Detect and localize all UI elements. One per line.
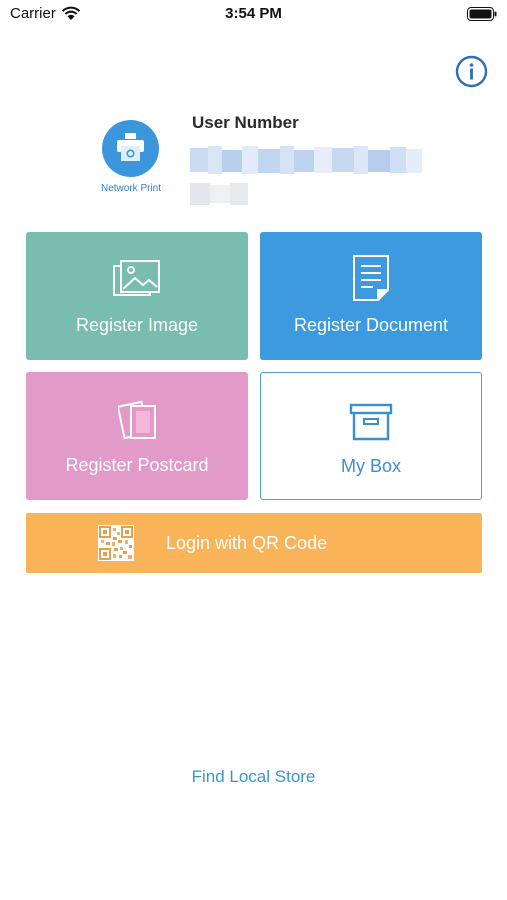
status-bar: Carrier 3:54 PM: [0, 0, 507, 28]
register-document-button[interactable]: Register Document: [260, 232, 482, 360]
my-box-label: My Box: [340, 456, 401, 476]
user-number-label: User Number: [192, 113, 299, 132]
postcard-icon: [118, 400, 156, 440]
qr-code-icon: [98, 525, 134, 561]
register-postcard-label: Register Postcard: [65, 455, 209, 475]
app-logo: Network Print: [96, 118, 166, 198]
register-image-label: Register Image: [75, 315, 199, 335]
battery-icon: [467, 7, 497, 21]
printer-icon: [102, 120, 159, 177]
status-time: 3:54 PM: [225, 5, 282, 22]
info-circle-icon[interactable]: [455, 55, 488, 88]
login-qr-code-button[interactable]: Login with QR Code: [26, 513, 482, 573]
document-icon: [353, 255, 389, 301]
register-postcard-button[interactable]: Register Postcard: [26, 372, 248, 500]
wifi-icon: [61, 6, 81, 20]
find-local-store-link[interactable]: Find Local Store: [191, 767, 316, 786]
register-image-button[interactable]: Register Image: [26, 232, 248, 360]
register-document-label: Register Document: [293, 315, 449, 335]
user-number-sub-redacted: [190, 183, 250, 205]
login-qr-code-label: Login with QR Code: [166, 533, 328, 553]
carrier-label: Carrier: [10, 5, 56, 22]
app-name: Network Print: [100, 183, 161, 194]
my-box-button[interactable]: My Box: [260, 372, 482, 500]
images-icon: [113, 260, 160, 296]
user-number-value-redacted: [190, 146, 425, 174]
box-icon: [349, 403, 393, 441]
